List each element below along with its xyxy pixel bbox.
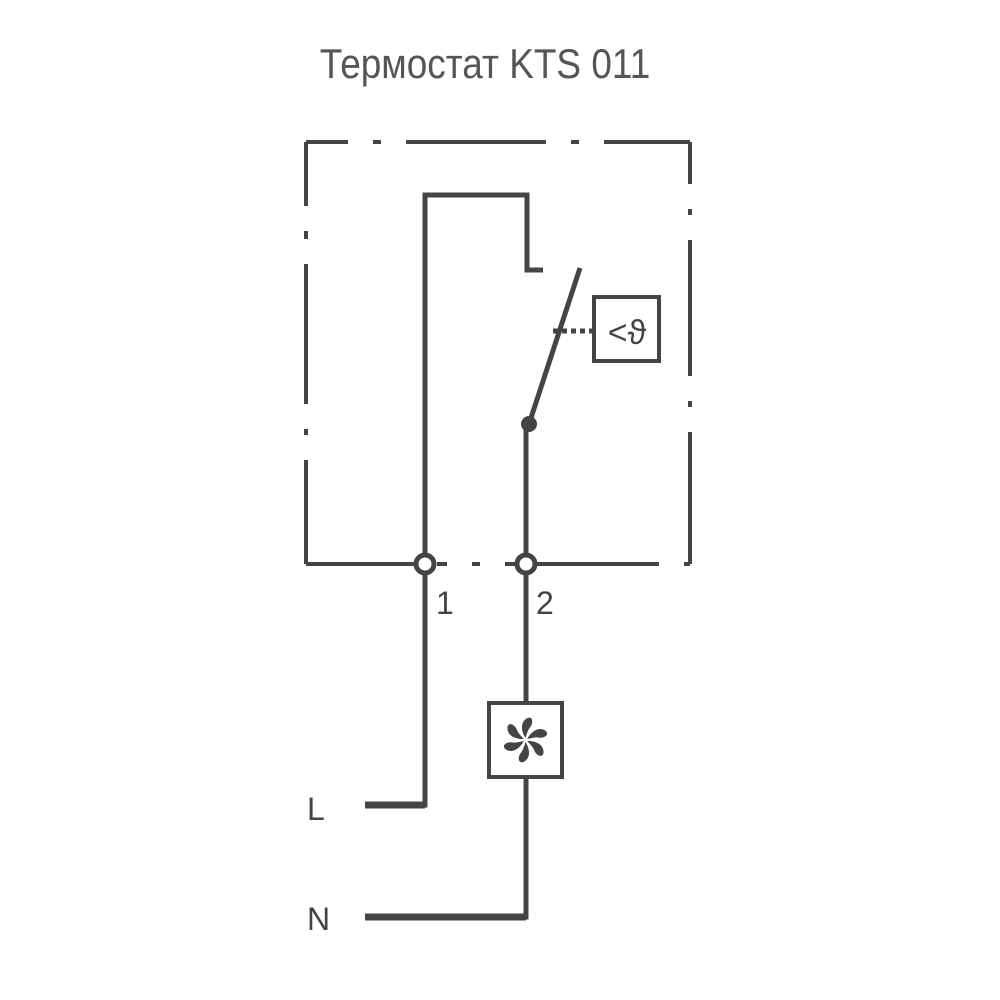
terminal-2-label: 2 bbox=[536, 585, 554, 621]
thermo-sensor-box bbox=[592, 295, 661, 363]
fan-icon bbox=[502, 717, 549, 763]
switch-pivot bbox=[521, 416, 537, 432]
fan-box bbox=[487, 701, 564, 779]
terminal-1-label: 1 bbox=[436, 585, 454, 621]
switch-contact bbox=[526, 267, 583, 425]
wire-terminal-1 bbox=[422, 192, 543, 556]
terminal-1 bbox=[413, 552, 437, 576]
thermostat-enclosure bbox=[304, 140, 692, 566]
line-L-label: L bbox=[307, 791, 325, 827]
terminal-2 bbox=[514, 552, 538, 576]
diagram-title: Термостат KTS 011 bbox=[319, 40, 651, 87]
line-N-label: N bbox=[307, 901, 330, 937]
sensor-symbol: <ϑ bbox=[608, 314, 647, 352]
wire-L bbox=[365, 573, 428, 808]
